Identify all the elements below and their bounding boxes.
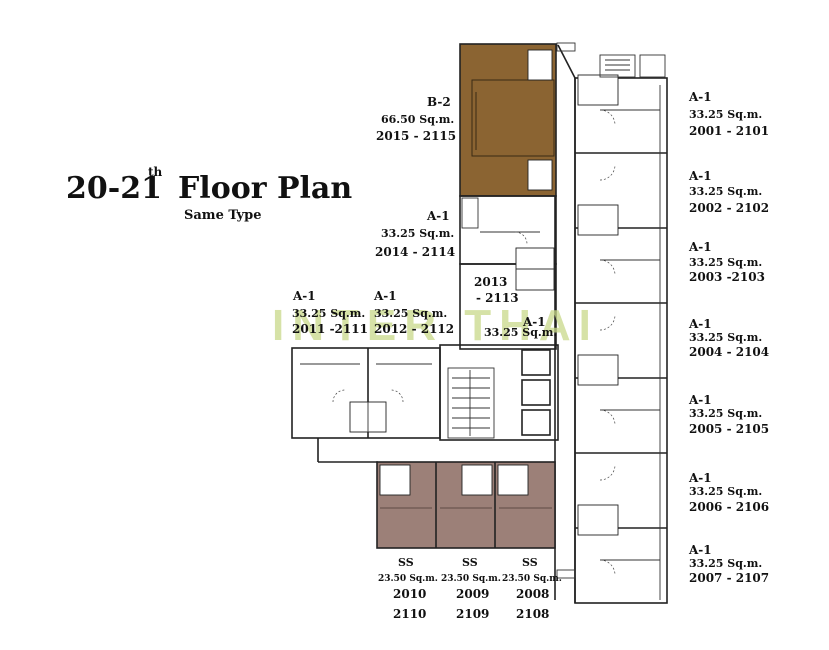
unit-numbers: 2014 - 2114 [375,245,455,259]
unit-number-bottom: 2109 [456,607,489,621]
unit-area: 23.50 Sq.m. [502,574,562,584]
label-unit-2005: A-1 33.25 Sq.m. 2005 - 2105 [688,393,769,436]
unit-type: SS [522,556,538,569]
unit-numbers: 2012 - 2112 [374,322,454,336]
label-unit-2003: A-1 33.25 Sq.m. 2003 -2103 [688,240,765,284]
unit-area: 33.25 Sq.m. [689,407,762,420]
watermark: INTER THAI [272,301,599,350]
unit-type: A-1 [426,209,450,223]
label-unit-2002: A-1 33.25 Sq.m. 2002 - 2102 [688,169,769,215]
label-unit-2010: SS 23.50 Sq.m. 2010 2110 [378,556,438,621]
unit-type: A-1 [688,393,712,407]
unit-numbers: 2001 - 2101 [689,124,769,138]
unit-area: 33.25 Sq.m. [292,307,365,320]
unit-type: A-1 [292,289,316,303]
unit-number-bottom: - 2113 [476,291,519,305]
unit-number-bottom: 2110 [393,607,426,621]
lift [521,379,551,406]
label-unit-2004: A-1 33.25 Sq.m. 2004 - 2104 [688,317,769,359]
label-unit-2009: SS 23.50 Sq.m. 2009 2109 [441,556,501,621]
unit-area: 33.25 Sq.m. [689,485,762,498]
unit-numbers: 2003 -2103 [689,270,765,284]
unit-numbers: 2007 - 2107 [689,571,769,585]
plan-title: 20-21 th Floor Plan Same Type [66,165,352,223]
label-unit-2015: B-2 66.50 Sq.m. 2015 - 2115 [376,95,456,143]
unit-type: A-1 [688,543,712,557]
unit-type: A-1 [688,90,712,104]
unit-area: 33.25 Sq.m. [374,307,447,320]
stair-core [439,344,559,441]
unit-area: 33.25 Sq.m. [689,331,762,344]
unit-type: SS [398,556,414,569]
unit-area: 33.25 Sq.m. [381,227,454,240]
staircase [447,367,495,439]
label-unit-2008: SS 23.50 Sq.m. 2008 2108 [502,556,562,621]
bathroom [577,504,619,536]
unit-numbers: 2015 - 2115 [376,129,456,143]
label-unit-2011: A-1 33.25 Sq.m. 2011 -2111 [292,289,368,336]
unit-type: A-1 [688,317,712,331]
unit-number-top: 2013 [474,275,507,289]
right-tower [574,54,668,604]
unit-numbers: 2006 - 2106 [689,500,769,514]
label-unit-2001: A-1 33.25 Sq.m. 2001 - 2101 [688,90,769,138]
left-wing [291,347,441,463]
unit-number-top: 2010 [393,587,426,601]
bathroom [577,354,619,386]
unit-area: 23.50 Sq.m. [378,574,438,584]
unit-number-top: 2009 [456,587,489,601]
unit-type: A-1 [688,169,712,183]
unit-type: B-2 [427,95,451,109]
lift [521,349,551,376]
unit-type: SS [462,556,478,569]
title-floor: 20-21 [66,171,162,206]
unit-numbers: 2002 - 2102 [689,201,769,215]
title-subtitle: Same Type [184,208,262,223]
unit-2013 [459,247,557,350]
unit-numbers: 2005 - 2105 [689,422,769,436]
unit-b2 [459,43,557,197]
title-main: Floor Plan [178,171,352,206]
unit-number-top: 2008 [516,587,549,601]
unit-type: A-1 [688,240,712,254]
units-ss [376,461,556,549]
unit-number-bottom: 2108 [516,607,549,621]
unit-area: 23.50 Sq.m. [441,574,501,584]
label-unit-2006: A-1 33.25 Sq.m. 2006 - 2106 [688,471,769,514]
unit-type: A-1 [688,471,712,485]
unit-area: 33.25 Sq.m. [689,256,762,269]
unit-area: 33.25 Sq.m. [484,326,557,339]
label-unit-2012: A-1 33.25 Sq.m. 2012 - 2112 [373,289,454,336]
unit-area: 33.25 Sq.m. [689,108,762,121]
unit-numbers: 2011 -2111 [292,322,368,336]
lift [521,409,551,436]
label-unit-2007: A-1 33.25 Sq.m. 2007 - 2107 [688,543,769,585]
unit-numbers: 2004 - 2104 [689,345,769,359]
label-unit-2014: A-1 33.25 Sq.m. 2014 - 2114 [375,209,455,259]
unit-type: A-1 [522,315,546,329]
bathroom [577,204,619,236]
unit-area: 33.25 Sq.m. [689,557,762,570]
unit-area: 33.25 Sq.m. [689,185,762,198]
title-sup: th [148,165,163,179]
label-unit-2013: 2013 - 2113 A-1 33.25 Sq.m. [474,275,557,339]
bathroom [577,74,619,106]
unit-area: 66.50 Sq.m. [381,113,454,126]
unit-type: A-1 [373,289,397,303]
